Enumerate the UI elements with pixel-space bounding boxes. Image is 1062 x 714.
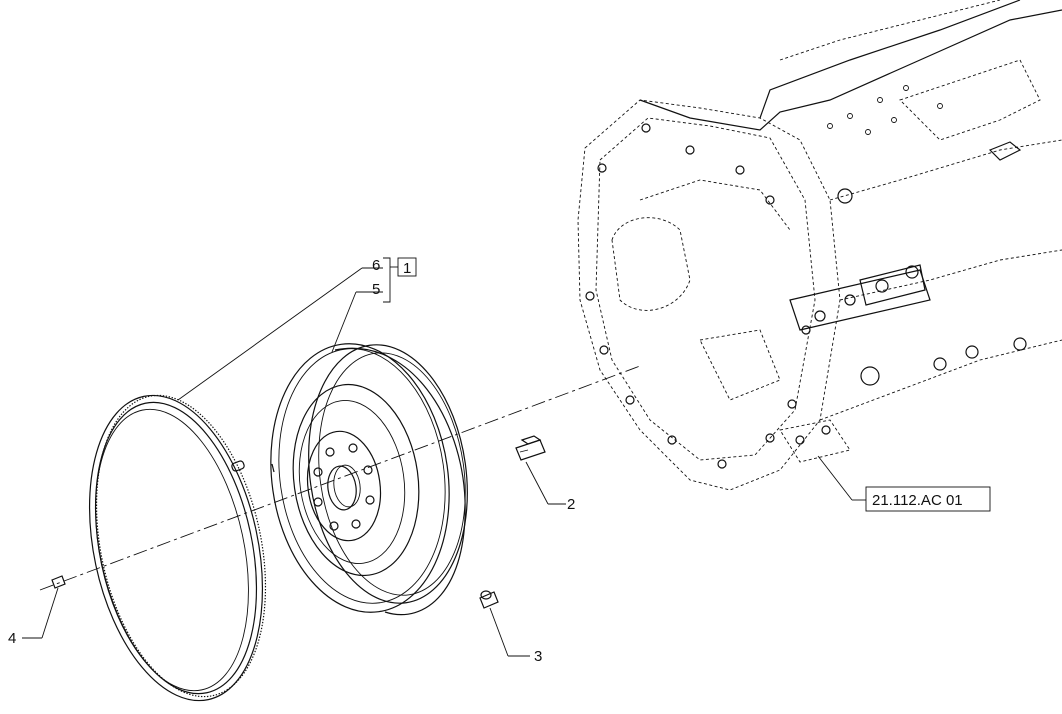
callout-5: 5 xyxy=(372,281,380,298)
reference-box xyxy=(865,486,991,512)
dowel-pin-3 xyxy=(479,590,499,609)
reference-label: 21.112.AC 01 xyxy=(872,492,963,509)
callout-4: 4 xyxy=(8,630,16,647)
dowel-pin-small xyxy=(231,460,245,472)
leader-lines xyxy=(22,257,866,657)
callout-2: 2 xyxy=(567,496,575,513)
flywheel-bolt xyxy=(515,435,546,461)
callout-1: 1 xyxy=(403,260,411,277)
ring-gear xyxy=(88,394,267,702)
transmission-housing xyxy=(577,0,1062,491)
callout-3: 3 xyxy=(534,648,542,665)
callout-1-box xyxy=(397,257,417,277)
flywheel xyxy=(270,343,468,616)
assembly-centerline xyxy=(39,365,641,591)
callout-6: 6 xyxy=(372,257,380,274)
pin-4 xyxy=(51,575,66,589)
